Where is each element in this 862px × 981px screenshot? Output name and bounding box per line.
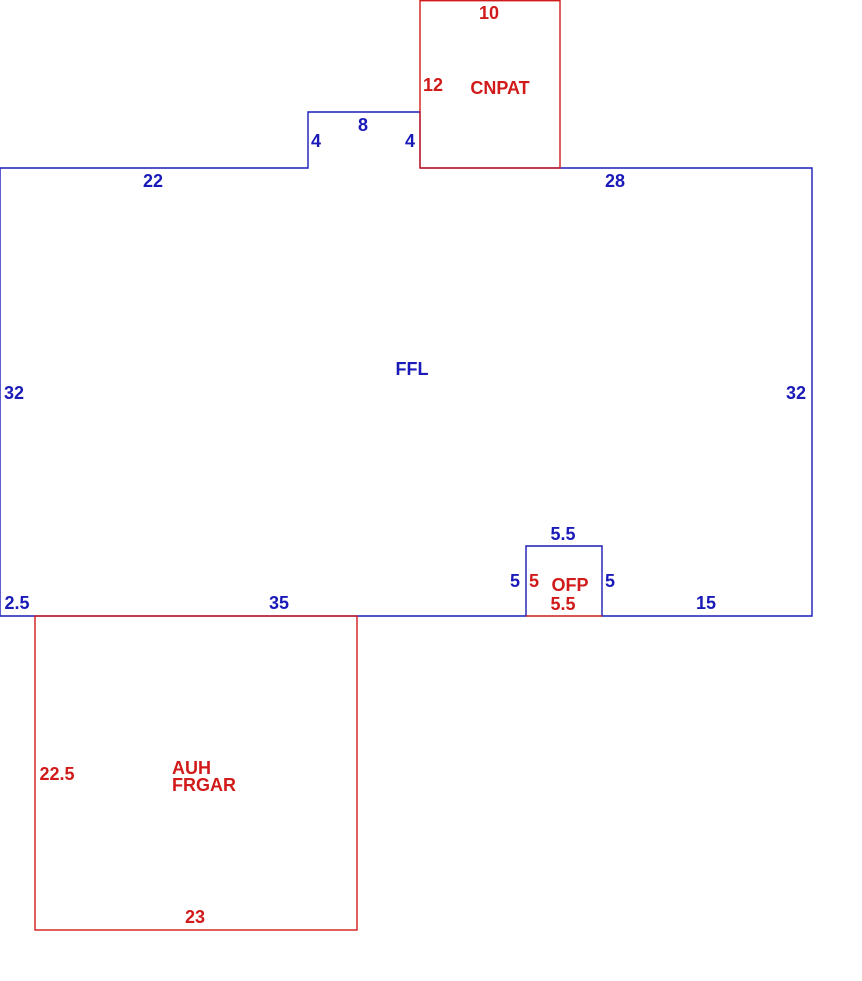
cnpat-side-dimension: 12: [423, 75, 443, 95]
garage-area-code-line2: FRGAR: [172, 775, 236, 795]
garage-outline: [34, 615, 358, 931]
garage-area-code-line1: AUH: [172, 758, 211, 778]
ofp-bottom-dimension: 5.5: [550, 594, 575, 614]
ofp-right-dimension: 5: [605, 571, 615, 591]
cnpat-outline: [419, 0, 561, 169]
ffl-bottom-left-dimension: 35: [269, 593, 289, 613]
ffl-right-dimension: 32: [786, 383, 806, 403]
ffl-step-right-dimension: 4: [405, 131, 415, 151]
cnpat-top-dimension: 10: [479, 3, 499, 23]
ffl-step-top-dimension: 8: [358, 115, 368, 135]
cnpat-area-code: CNPAT: [470, 78, 529, 98]
ffl-bottom-offset-dimension: 2.5: [4, 593, 29, 613]
ffl-top-right-dimension: 28: [605, 171, 625, 191]
ffl-top-left-dimension: 22: [143, 171, 163, 191]
ofp-area-code: OFP: [551, 575, 588, 595]
ofp-left-outer-dimension: 5: [510, 571, 520, 591]
ffl-area-code: FFL: [396, 359, 429, 379]
ffl-left-dimension: 32: [4, 383, 24, 403]
garage-side-dimension: 22.5: [39, 764, 74, 784]
ofp-top-dimension: 5.5: [550, 524, 575, 544]
ofp-left-inner-dimension: 5: [529, 571, 539, 591]
ffl-bottom-right-dimension: 15: [696, 593, 716, 613]
ffl-step-left-dimension: 4: [311, 131, 321, 151]
garage-bottom-dimension: 23: [185, 907, 205, 927]
